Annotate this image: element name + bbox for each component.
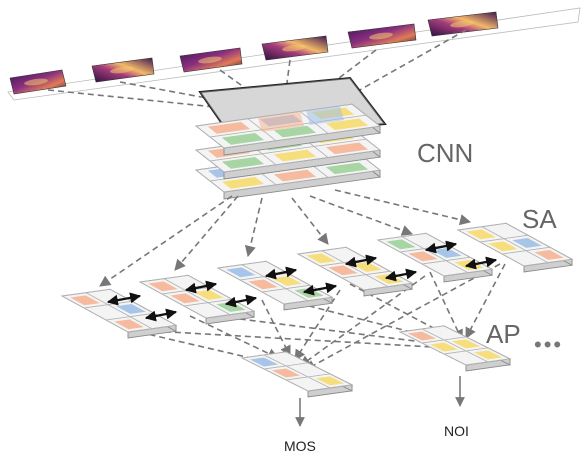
spectrogram-highlight <box>369 32 393 40</box>
spectrogram-strip <box>7 7 581 101</box>
tile-cell-border <box>364 270 414 288</box>
sa-label: SA <box>522 204 557 234</box>
feature-map-tile <box>273 149 317 162</box>
feature-map-tile <box>488 241 518 252</box>
feature-map-tile <box>325 162 369 175</box>
ap-block-mos <box>240 351 354 398</box>
sa-block <box>456 222 574 273</box>
cnn-label: CNN <box>417 138 473 168</box>
sa-bidirectional-arrows <box>106 240 498 322</box>
feature-map-tile <box>466 229 496 240</box>
feature-map-tile <box>226 267 256 278</box>
feature-map-tile <box>451 339 481 349</box>
cnn-selected-cell <box>258 112 304 132</box>
tile-cell-border <box>284 284 334 302</box>
spectrogram-highlight <box>450 20 474 28</box>
feature-map-tile <box>116 304 146 314</box>
ap-label: AP <box>486 319 521 349</box>
feature-map-tile <box>271 368 301 378</box>
feature-map-tile <box>273 125 317 138</box>
feature-map-tile <box>325 142 369 155</box>
noi-label: NOI <box>444 423 469 439</box>
spectrogram-highlight <box>24 78 48 86</box>
ellipsis-label: ••• <box>534 332 563 357</box>
feature-map-tile <box>328 265 358 276</box>
feature-map-tile <box>306 253 336 264</box>
feature-map-tile <box>170 293 200 304</box>
feature-map-tile <box>273 169 317 182</box>
feature-map-tile <box>315 376 345 386</box>
mos-label: MOS <box>284 438 316 454</box>
feature-map-tile <box>534 250 564 260</box>
spectrogram-highlight <box>282 44 306 52</box>
feature-map-tile <box>148 281 178 292</box>
cnn-selected-cell <box>306 106 344 125</box>
feature-map-tile <box>207 122 251 134</box>
feature-map-tile <box>221 177 265 189</box>
feature-map-tile <box>325 118 369 131</box>
sa-to-ap-connections <box>129 263 506 371</box>
tile-cell-border <box>313 138 381 158</box>
feature-map-tile <box>407 331 437 341</box>
feature-map-tile <box>114 319 144 330</box>
feature-map-tile <box>249 357 279 367</box>
sa-block <box>60 288 178 339</box>
cnn-to-sa-connections <box>99 189 472 287</box>
spectrogram-highlight <box>198 56 222 64</box>
feature-map-tile <box>408 251 438 262</box>
tile-cell-border <box>464 347 512 363</box>
feature-map-tile <box>512 238 542 248</box>
feature-map-tile <box>386 239 416 250</box>
feature-map-tile <box>429 342 459 352</box>
cnn-layer-stack <box>194 103 382 200</box>
tile-cell-border <box>306 373 354 389</box>
feature-map-tile <box>221 157 265 169</box>
output-arrows <box>295 376 465 427</box>
feature-map-tile <box>248 279 278 290</box>
feature-map-tile <box>221 133 265 145</box>
feature-map-tile <box>70 295 100 306</box>
tile-cell-border <box>206 298 256 316</box>
tile-cell-border <box>313 114 381 134</box>
spectrogram-highlight <box>110 66 134 74</box>
attention-pooling-blocks <box>240 325 512 398</box>
self-attention-blocks <box>60 222 574 339</box>
tile-cell-border <box>524 246 574 264</box>
ap-block-noi <box>398 325 512 372</box>
feature-map-tile <box>473 350 503 360</box>
